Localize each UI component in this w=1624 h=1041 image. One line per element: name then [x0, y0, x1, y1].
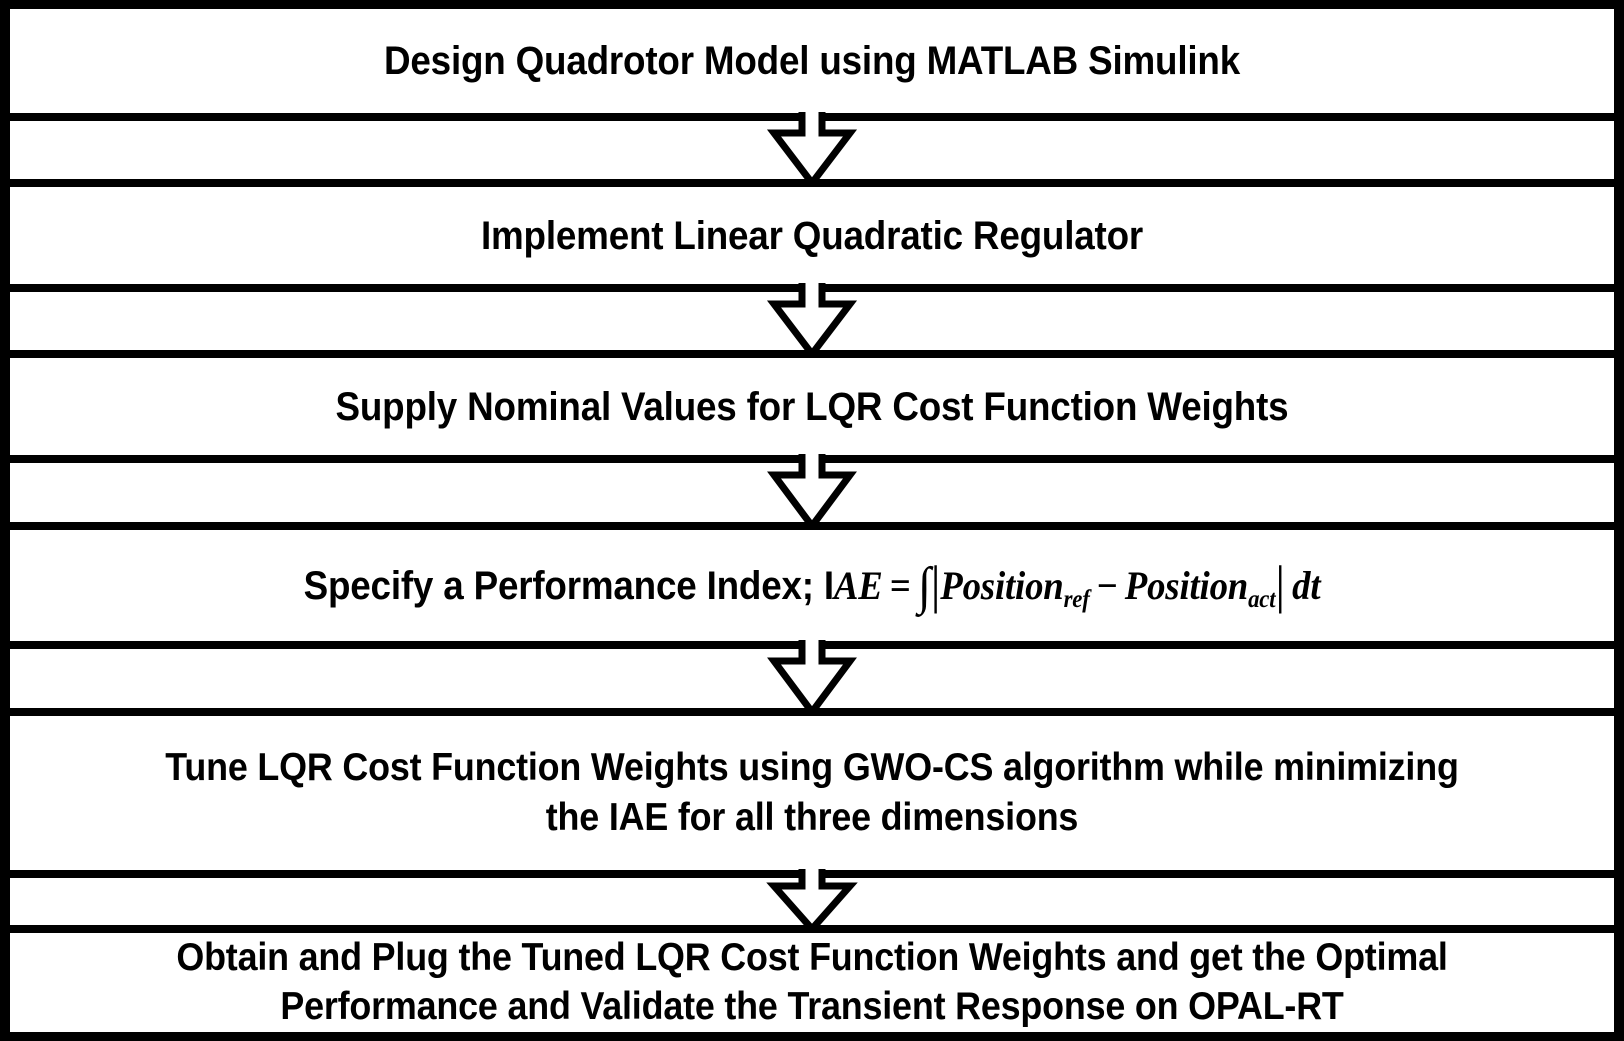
formula-term-2-subscript: act — [1248, 585, 1276, 613]
formula-open-bar: | — [930, 556, 941, 615]
formula-term-1: Position — [940, 562, 1064, 608]
connector-2-shaft-notch — [802, 282, 822, 294]
formula-equals: = — [889, 562, 911, 608]
down-arrow-icon — [764, 283, 860, 358]
connector-4-shaft-notch — [802, 639, 822, 651]
flowchart-step-3[interactable]: Supply Nominal Values for LQR Cost Funct… — [10, 358, 1614, 464]
step-5-line-1: Tune LQR Cost Function Weights using GWO… — [165, 746, 1459, 790]
formula-differential: dt — [1292, 562, 1321, 608]
step-5-line-2: the IAE for all three dimensions — [545, 796, 1079, 840]
step-6-label: Obtain and Plug the Tuned LQR Cost Funct… — [87, 933, 1537, 1032]
step-3-label: Supply Nominal Values for LQR Cost Funct… — [335, 384, 1289, 429]
flowchart-connector-4 — [10, 639, 1614, 717]
step-6-line-2: Performance and Validate the Transient R… — [280, 985, 1344, 1029]
flowchart-step-6[interactable]: Obtain and Plug the Tuned LQR Cost Funct… — [10, 932, 1614, 1032]
formula-spacer-3 — [1090, 564, 1097, 608]
formula-term-1-subscript: ref — [1063, 585, 1090, 613]
step-1-label: Design Quadrotor Model using MATLAB Simu… — [383, 39, 1241, 84]
step-4-prefix: Specify a Performance Index; I — [303, 563, 835, 608]
down-arrow-icon — [764, 112, 860, 187]
flowchart-connector-1 — [10, 111, 1614, 187]
step-5-label: Tune LQR Cost Function Weights using GWO… — [87, 743, 1537, 843]
flowchart-step-5[interactable]: Tune LQR Cost Function Weights using GWO… — [10, 716, 1614, 879]
down-arrow-icon — [764, 454, 860, 530]
formula-spacer-5 — [1285, 564, 1292, 608]
formula-term-2: Position — [1124, 562, 1249, 608]
formula-spacer-4 — [1118, 564, 1125, 608]
flowchart-connector-2 — [10, 282, 1614, 359]
step-4-label: Specify a Performance Index; IAE = ∫|Pos… — [87, 557, 1537, 615]
connector-3-shaft-notch — [802, 453, 822, 465]
formula-spacer-2 — [911, 564, 918, 608]
connector-1-shaft-notch — [802, 111, 822, 123]
formula-lhs: AE — [833, 562, 883, 608]
flowchart-connector-3 — [10, 453, 1614, 531]
integral-icon: ∫ — [917, 557, 931, 615]
connector-5-shaft-notch — [802, 868, 822, 880]
down-arrow-icon — [764, 640, 860, 716]
flowchart-step-2[interactable]: Implement Linear Quadratic Regulator — [10, 187, 1614, 293]
flowchart-step-1[interactable]: Design Quadrotor Model using MATLAB Simu… — [10, 9, 1614, 122]
formula-spacer — [883, 564, 890, 608]
formula-close-bar: | — [1275, 556, 1285, 615]
flowchart-step-4[interactable]: Specify a Performance Index; IAE = ∫|Pos… — [10, 530, 1614, 650]
step-6-line-1: Obtain and Plug the Tuned LQR Cost Funct… — [176, 935, 1448, 979]
step-2-label: Implement Linear Quadratic Regulator — [480, 213, 1144, 258]
flowchart-connector-5 — [10, 868, 1614, 933]
formula-minus: − — [1096, 562, 1118, 608]
flowchart-stack: Design Quadrotor Model using MATLAB Simu… — [10, 9, 1614, 1032]
